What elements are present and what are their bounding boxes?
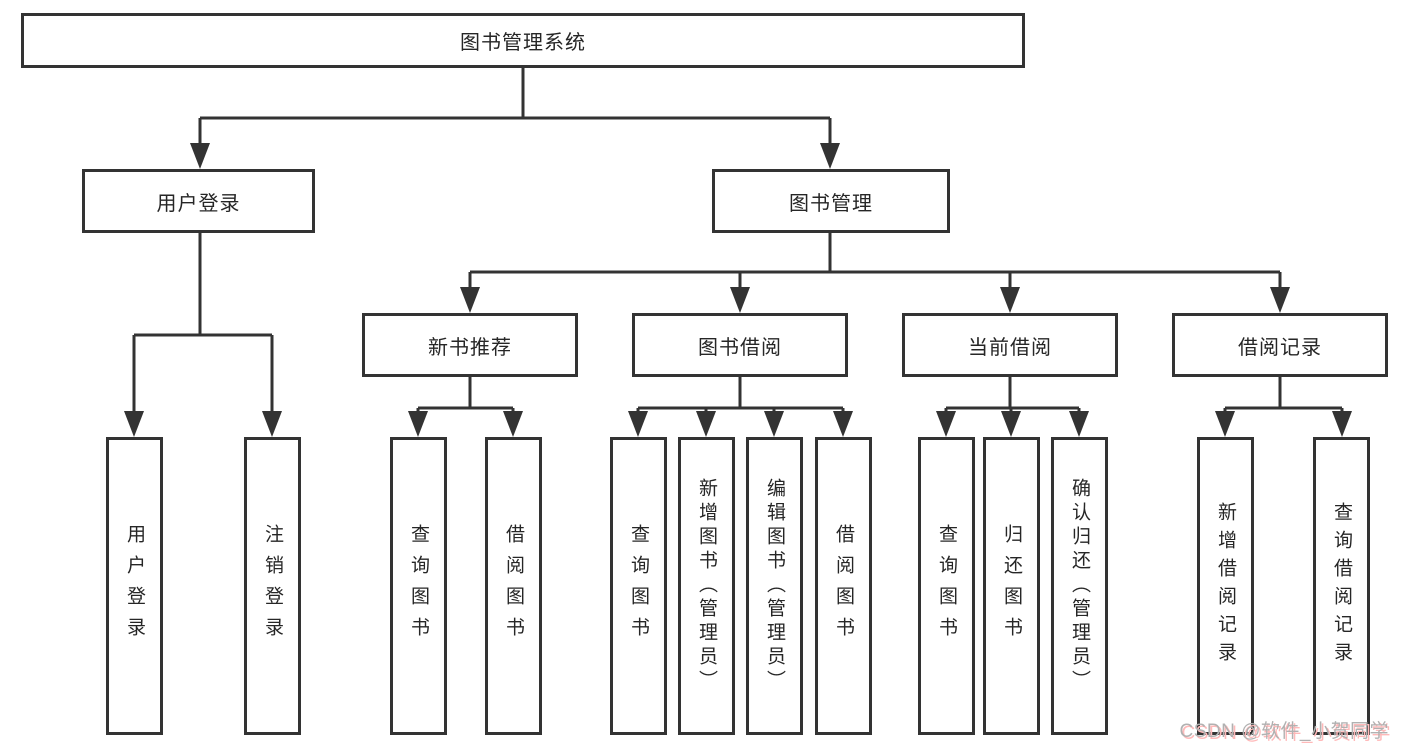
node-add-books-admin: 新增图书（管理员）: [678, 437, 735, 735]
node-borrow-records: 借阅记录: [1172, 313, 1388, 377]
node-book-borrow-label: 图书借阅: [698, 336, 782, 359]
node-query-borrow-record: 查询借阅记录: [1313, 437, 1370, 735]
node-edit-books-admin: 编辑图书（管理员）: [746, 437, 803, 735]
node-return-books-label: 归还图书: [1001, 524, 1022, 648]
node-query-books-current: 查询图书: [918, 437, 975, 735]
node-query-books-recommend: 查询图书: [390, 437, 447, 735]
node-add-borrow-record: 新增借阅记录: [1197, 437, 1254, 735]
node-current-borrow: 当前借阅: [902, 313, 1118, 377]
node-new-book-recommend: 新书推荐: [362, 313, 578, 377]
node-add-borrow-record-label: 新增借阅记录: [1215, 502, 1236, 670]
node-borrow-books-recommend-label: 借阅图书: [503, 524, 524, 648]
node-user-login: 用户登录: [82, 169, 315, 233]
node-query-books-borrow: 查询图书: [610, 437, 667, 735]
node-book-management: 图书管理: [712, 169, 950, 233]
node-query-books-borrow-label: 查询图书: [628, 524, 649, 648]
node-book-management-label: 图书管理: [789, 192, 873, 215]
node-current-borrow-label: 当前借阅: [968, 336, 1052, 359]
node-borrow-books-action-label: 借阅图书: [833, 524, 854, 648]
csdn-watermark: CSDN @软件_小贺同学: [1179, 721, 1389, 742]
node-book-borrow: 图书借阅: [632, 313, 848, 377]
node-query-borrow-record-label: 查询借阅记录: [1331, 502, 1352, 670]
node-return-books: 归还图书: [983, 437, 1040, 735]
node-add-books-admin-label: 新增图书（管理员）: [696, 478, 717, 694]
node-logout: 注销登录: [244, 437, 301, 735]
node-confirm-return-admin: 确认归还（管理员）: [1051, 437, 1108, 735]
node-query-books-recommend-label: 查询图书: [408, 524, 429, 648]
node-borrow-records-label: 借阅记录: [1238, 336, 1322, 359]
node-library-system: 图书管理系统: [21, 13, 1025, 68]
node-new-book-recommend-label: 新书推荐: [428, 336, 512, 359]
node-user-login-action: 用户登录: [106, 437, 163, 735]
node-borrow-books-recommend: 借阅图书: [485, 437, 542, 735]
node-user-login-label: 用户登录: [156, 192, 241, 215]
node-logout-label: 注销登录: [262, 524, 283, 648]
node-borrow-books-action: 借阅图书: [815, 437, 872, 735]
node-edit-books-admin-label: 编辑图书（管理员）: [764, 478, 785, 694]
node-confirm-return-admin-label: 确认归还（管理员）: [1069, 478, 1090, 694]
node-query-books-current-label: 查询图书: [936, 524, 957, 648]
node-user-login-action-label: 用户登录: [124, 524, 145, 648]
node-library-system-label: 图书管理系统: [460, 32, 586, 54]
